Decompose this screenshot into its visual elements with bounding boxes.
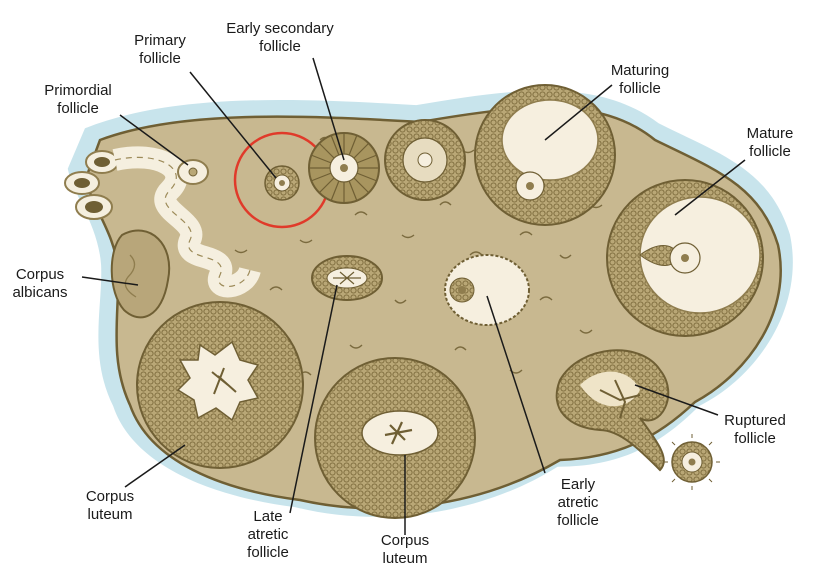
leader-primary [189,71,277,179]
early-secondary-follicle-structure [308,132,380,204]
leader-ruptured [634,384,719,416]
maturing-follicle-structure [474,84,616,226]
primordial-follicle-structure [177,159,209,185]
released-oocyte [664,434,720,490]
oviduct [64,146,261,298]
leader-luteum-left [124,444,186,488]
secondary-follicle-structure [384,119,466,201]
leader-lines [81,57,746,535]
leader-primordial [119,114,189,166]
early-atretic-follicle-structure [444,254,530,326]
mature-follicle-structure [606,179,764,337]
leader-late-atretic [289,284,338,514]
ruptured-follicle-structure [555,349,670,472]
leader-maturing [544,84,613,141]
leader-mature [674,159,746,216]
corpus-luteum-bottom-structure [314,357,476,519]
corpus-luteum-left-structure [136,301,304,469]
late-atretic-follicle-structure [311,255,383,301]
corpus-albicans-structure [110,229,171,319]
leader-early-secondary [312,57,345,161]
leader-early-atretic [486,295,546,474]
leader-albicans [81,276,139,286]
